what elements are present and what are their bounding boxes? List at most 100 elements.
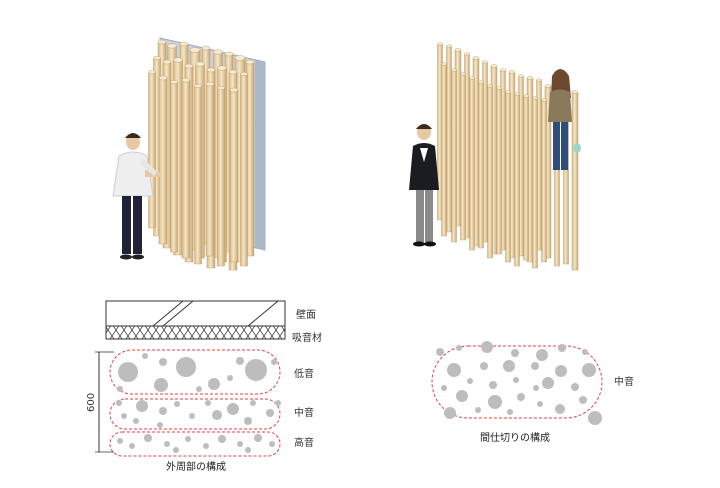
pole	[240, 73, 248, 267]
pole-cap	[541, 98, 547, 102]
pole-cap	[229, 87, 239, 93]
circle	[507, 409, 513, 415]
right-pole-cluster	[437, 42, 579, 271]
pole-cap	[167, 43, 177, 49]
circle	[245, 447, 251, 453]
low-frequency-circles	[117, 353, 277, 392]
pole-cap	[500, 68, 506, 72]
circle	[244, 417, 252, 425]
caption-partition: 間仕切りの構成	[480, 431, 550, 444]
pole	[205, 83, 215, 257]
pole-cap	[514, 92, 520, 96]
circle	[118, 362, 138, 382]
circle	[555, 365, 567, 377]
label-absorber: 吸音材	[292, 331, 322, 344]
circle	[144, 434, 152, 442]
circle	[269, 441, 275, 447]
pole-cap	[189, 47, 201, 53]
circle	[212, 410, 222, 420]
circle	[488, 395, 502, 409]
wall-pole-illustration	[112, 37, 266, 271]
pole-cap	[206, 67, 216, 73]
high-frequency-circles	[117, 434, 275, 453]
pole-cap	[496, 86, 502, 90]
circle	[196, 386, 202, 392]
circle	[245, 359, 267, 381]
pole	[487, 85, 493, 259]
pole-cap	[544, 84, 552, 88]
circle	[503, 360, 515, 372]
pole-cap	[478, 80, 484, 84]
circle	[582, 349, 588, 355]
pole	[571, 91, 579, 271]
circle	[254, 434, 262, 442]
circle	[173, 447, 179, 453]
pole-cap	[464, 52, 470, 56]
circle	[489, 381, 497, 389]
left-pole-cluster	[148, 39, 255, 271]
circle	[236, 357, 244, 365]
circle	[511, 349, 519, 357]
circle	[447, 363, 461, 377]
pole-cap	[469, 76, 475, 80]
label-wall: 壁面	[296, 308, 316, 321]
person-woman	[548, 69, 581, 170]
circle	[142, 353, 148, 359]
pole-cap	[170, 80, 178, 84]
label-mid: 中音	[294, 406, 314, 419]
pole	[158, 77, 168, 245]
pole	[229, 89, 239, 263]
circle	[531, 362, 539, 370]
pole-cap	[153, 56, 161, 60]
absorber-layer	[105, 325, 286, 340]
circle	[271, 359, 277, 365]
circle	[579, 396, 587, 404]
circle	[185, 436, 191, 442]
label-low: 低音	[294, 367, 314, 380]
pole	[446, 45, 452, 233]
pole-cap	[526, 76, 534, 80]
pole-cap	[536, 78, 542, 82]
circle	[436, 348, 444, 356]
circle	[208, 378, 220, 390]
partition-row	[431, 345, 603, 419]
pole	[441, 63, 447, 237]
circle	[456, 345, 462, 351]
pole-cap	[217, 65, 227, 71]
pole-cap	[523, 94, 529, 98]
circle	[537, 401, 543, 407]
pole	[148, 71, 156, 229]
circle	[203, 443, 209, 449]
circle	[116, 400, 122, 406]
pole	[532, 97, 538, 269]
circle	[588, 411, 602, 425]
pole-cap	[224, 51, 234, 57]
pole-cap	[205, 81, 215, 87]
mid-frequency-circles	[116, 400, 281, 428]
pole-cap	[446, 44, 452, 48]
pole	[496, 87, 502, 255]
circle	[480, 362, 488, 370]
label-high: 高音	[294, 436, 314, 449]
circle	[227, 375, 233, 381]
circle	[542, 377, 554, 389]
pole-cap	[451, 68, 457, 72]
pole-cap	[194, 84, 202, 88]
circle	[571, 383, 579, 391]
pole	[460, 73, 466, 241]
circle	[533, 385, 539, 391]
circle	[159, 407, 167, 415]
person-man-dark-suit	[409, 124, 439, 247]
pole	[170, 81, 178, 253]
pole-cap	[441, 62, 447, 66]
pole-cap	[228, 69, 238, 75]
pole	[194, 85, 202, 265]
pole-cap	[437, 42, 443, 46]
circle	[218, 435, 226, 443]
pole	[541, 99, 547, 263]
pole	[451, 69, 457, 243]
pole-cap	[571, 90, 579, 94]
pole-cap	[195, 61, 205, 67]
circle	[164, 441, 170, 447]
